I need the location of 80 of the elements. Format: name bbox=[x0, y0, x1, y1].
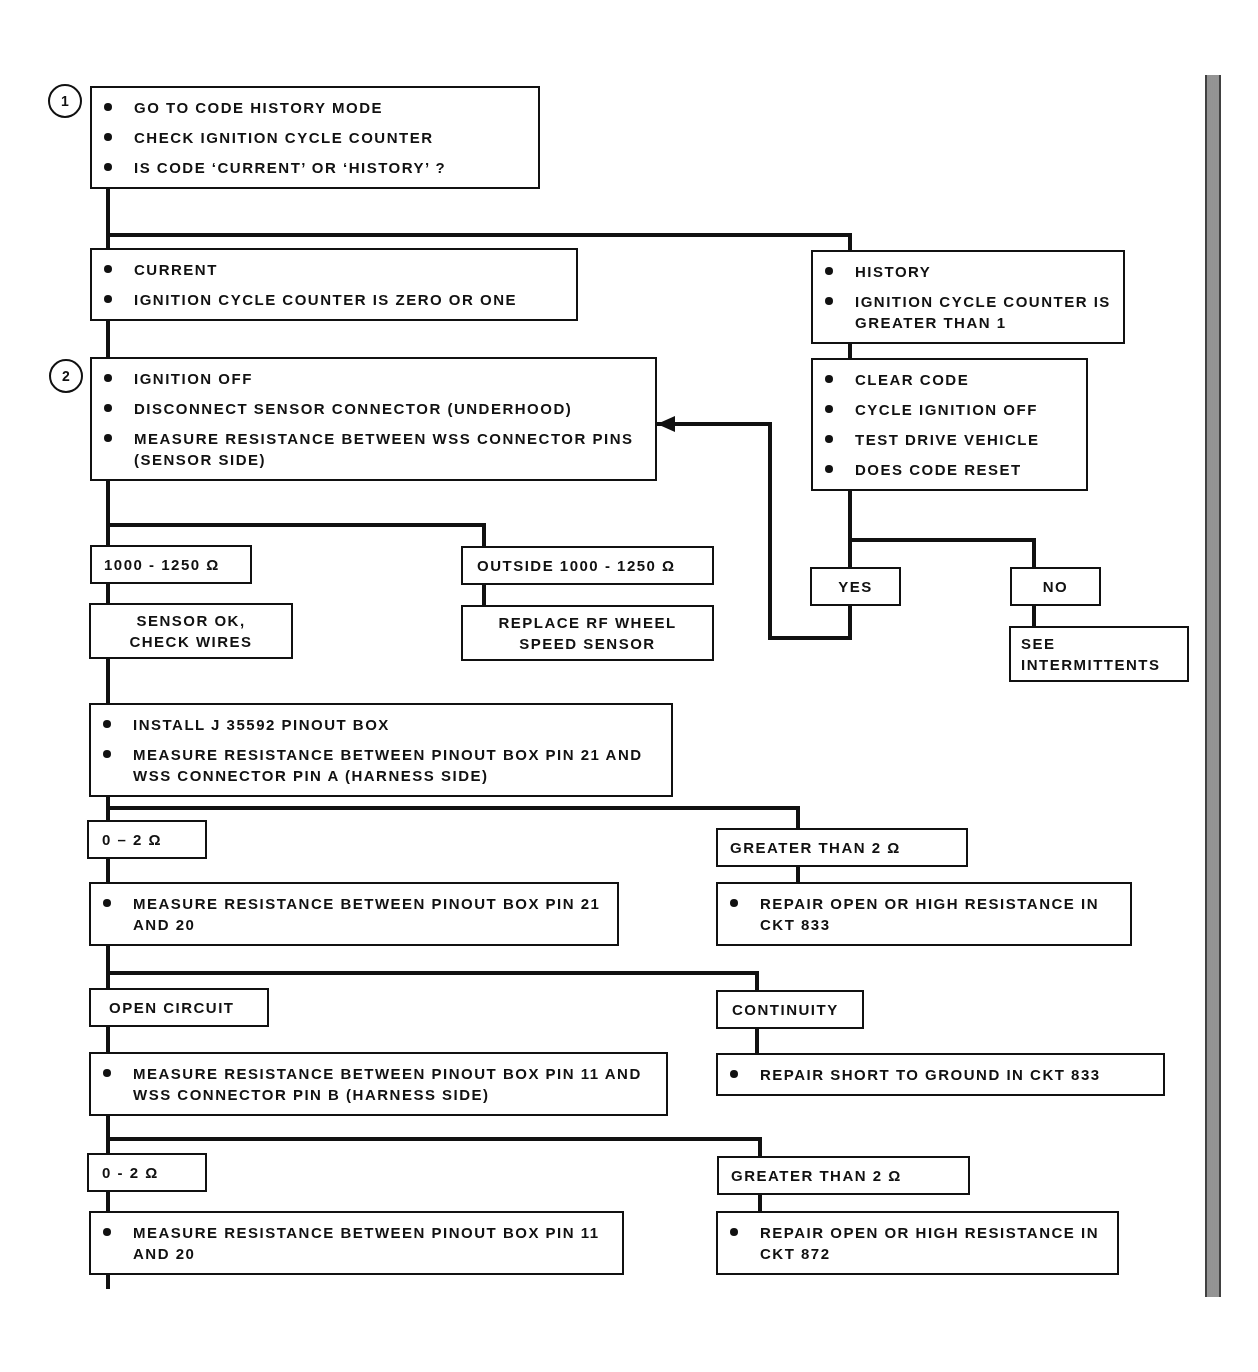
step-box bbox=[716, 1053, 1165, 1096]
branch-label: 1000 - 1250 Ω bbox=[104, 556, 220, 573]
step-text: IGNITION CYCLE COUNTER IS GREATER THAN 1 bbox=[855, 293, 1111, 331]
step-number: 2 bbox=[62, 369, 70, 383]
step-text: MEASURE RESISTANCE BETWEEN WSS CONNECTOR PINS (SENSOR SIDE) bbox=[134, 430, 634, 468]
step-text: CHECK IGNITION CYCLE COUNTER bbox=[134, 129, 434, 146]
result-box bbox=[461, 605, 714, 661]
branch-label-box bbox=[461, 546, 714, 585]
step-text: REPAIR OPEN OR HIGH RESISTANCE IN CKT 833 bbox=[760, 895, 1099, 933]
connector-line bbox=[106, 584, 110, 603]
result-box bbox=[89, 603, 293, 659]
step-text: DOES CODE RESET bbox=[855, 461, 1022, 478]
branch-label-box bbox=[89, 988, 269, 1027]
step-text: CURRENT bbox=[134, 261, 218, 278]
step-text: MEASURE RESISTANCE BETWEEN PINOUT BOX PIN 11 AND 20 bbox=[133, 1224, 600, 1262]
step-text: IGNITION OFF bbox=[134, 370, 253, 387]
result-text: REPLACE RF WHEEL SPEED SENSOR bbox=[498, 614, 677, 652]
step-text: INSTALL J 35592 PINOUT BOX bbox=[133, 716, 390, 733]
branch-label: OPEN CIRCUIT bbox=[109, 999, 235, 1016]
step-text: MEASURE RESISTANCE BETWEEN PINOUT BOX PIN 21 AND WSS CONNECTOR PIN A (HARNESS SIDE) bbox=[133, 746, 643, 784]
connector-line bbox=[106, 321, 110, 357]
branch-label-box bbox=[87, 820, 207, 859]
step-box bbox=[89, 882, 619, 946]
branch-label: YES bbox=[838, 578, 873, 595]
connector-line bbox=[758, 1195, 762, 1211]
branch-label: 0 - 2 Ω bbox=[102, 1164, 159, 1181]
step-box bbox=[89, 703, 673, 797]
connector-line bbox=[848, 491, 1036, 567]
result-text: SENSOR OK, CHECK WIRES bbox=[129, 612, 253, 650]
branch-label: 0 – 2 Ω bbox=[102, 831, 163, 848]
step-box bbox=[716, 1211, 1119, 1275]
connector-line bbox=[106, 659, 110, 703]
connector-line bbox=[755, 1029, 759, 1053]
result-text: SEE INTERMITTENTS bbox=[1021, 635, 1161, 673]
arrow bbox=[657, 416, 852, 640]
branch-label-box bbox=[810, 567, 901, 606]
branch-label-box bbox=[716, 990, 864, 1029]
branch-label-box bbox=[87, 1153, 207, 1192]
branch-label: GREATER THAN 2 Ω bbox=[730, 839, 901, 856]
connector-line bbox=[482, 585, 486, 605]
step-text: DISCONNECT SENSOR CONNECTOR (UNDERHOOD) bbox=[134, 400, 573, 417]
step-box bbox=[90, 86, 540, 189]
step-number-circle bbox=[48, 84, 82, 118]
connector-line bbox=[106, 859, 110, 882]
step-text: MEASURE RESISTANCE BETWEEN PINOUT BOX PIN 11 AND WSS CONNECTOR PIN B (HARNESS SIDE) bbox=[133, 1065, 642, 1103]
step-box bbox=[90, 248, 578, 321]
step-text: REPAIR OPEN OR HIGH RESISTANCE IN CKT 872 bbox=[760, 1224, 1099, 1262]
step-number: 1 bbox=[61, 94, 69, 108]
connector-line bbox=[106, 1027, 110, 1052]
step-text: CLEAR CODE bbox=[855, 371, 970, 388]
branch-label: CONTINUITY bbox=[732, 1001, 839, 1018]
connector-line bbox=[106, 1275, 110, 1289]
step-box bbox=[811, 358, 1088, 491]
step-box bbox=[89, 1052, 668, 1116]
connector-line bbox=[106, 481, 486, 546]
step-text: REPAIR SHORT TO GROUND IN CKT 833 bbox=[760, 1066, 1101, 1083]
branch-label: GREATER THAN 2 Ω bbox=[731, 1167, 902, 1184]
step-text: CYCLE IGNITION OFF bbox=[855, 401, 1038, 418]
step-number-circle bbox=[49, 359, 83, 393]
branch-label: NO bbox=[1042, 578, 1069, 595]
connector-line bbox=[796, 867, 800, 882]
connector-line bbox=[106, 1192, 110, 1211]
result-box bbox=[1009, 626, 1189, 682]
step-text: TEST DRIVE VEHICLE bbox=[855, 431, 1040, 448]
step-box bbox=[89, 1211, 624, 1275]
step-box bbox=[811, 250, 1125, 344]
step-text: IGNITION CYCLE COUNTER IS ZERO OR ONE bbox=[134, 291, 518, 308]
connector-line bbox=[848, 344, 852, 358]
branch-label-box bbox=[716, 828, 968, 867]
step-text: GO TO CODE HISTORY MODE bbox=[134, 99, 383, 116]
branch-label: OUTSIDE 1000 - 1250 Ω bbox=[477, 557, 676, 574]
connector-line bbox=[1032, 606, 1036, 626]
step-text: MEASURE RESISTANCE BETWEEN PINOUT BOX PIN 21 AND 20 bbox=[133, 895, 601, 933]
branch-label-box bbox=[1010, 567, 1101, 606]
step-text: IS CODE ‘CURRENT’ OR ‘HISTORY’ ? bbox=[134, 159, 447, 176]
step-box bbox=[90, 357, 657, 481]
branch-label-box bbox=[717, 1156, 970, 1195]
step-box bbox=[716, 882, 1132, 946]
branch-label-box bbox=[90, 545, 252, 584]
step-text: HISTORY bbox=[855, 263, 932, 280]
